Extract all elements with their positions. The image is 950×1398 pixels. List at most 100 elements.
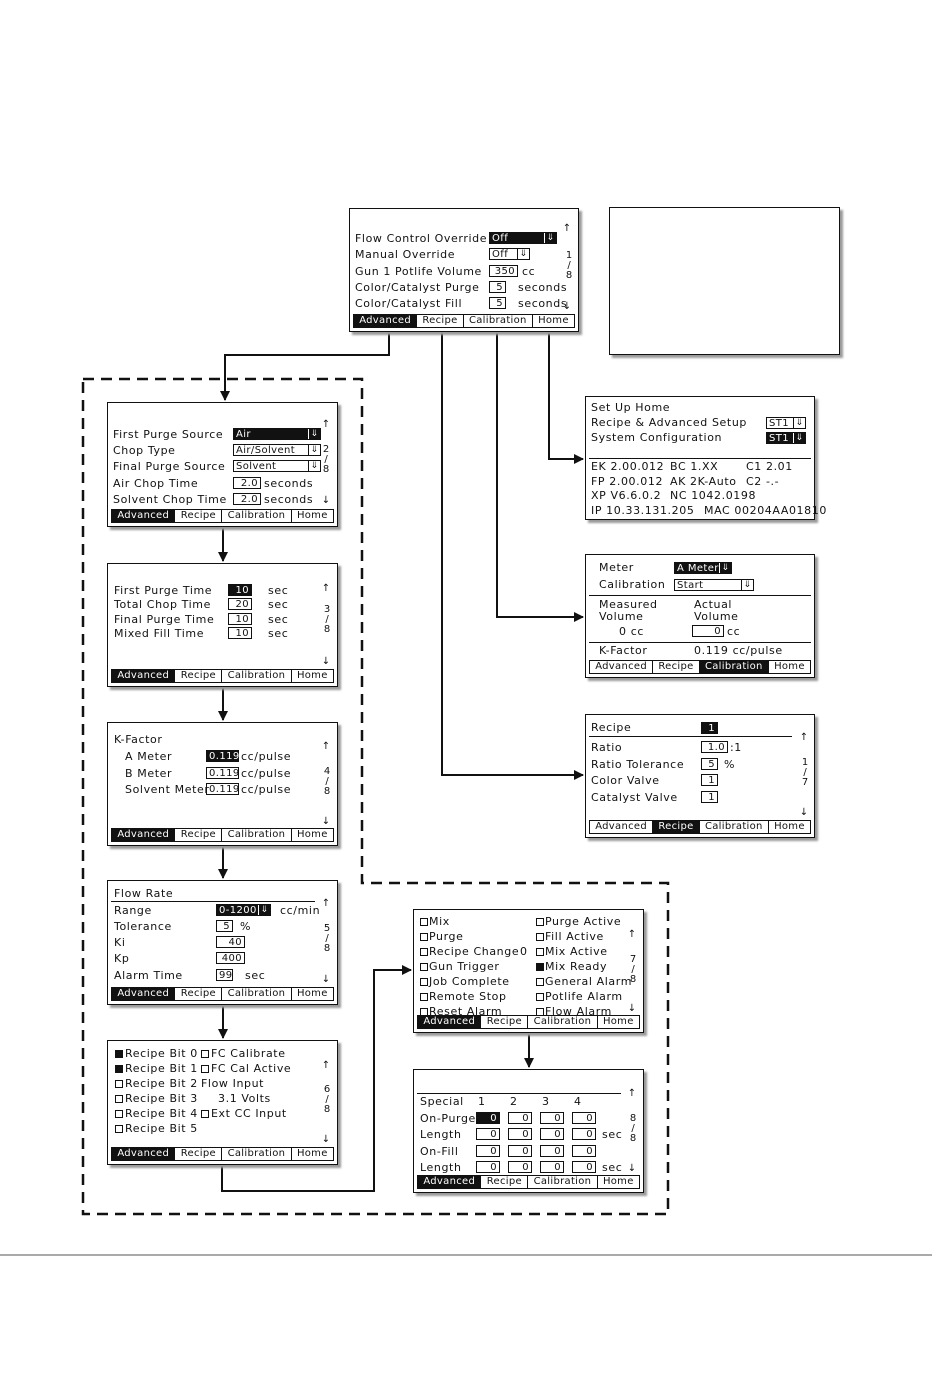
solvent-chop-time-field[interactable]: 2.0	[233, 493, 261, 505]
potlife-volume-field[interactable]: 350	[489, 265, 518, 277]
checkbox[interactable]	[536, 933, 544, 941]
tab-recipe[interactable]: Recipe	[653, 661, 700, 673]
tab-home[interactable]: Home	[296, 510, 328, 521]
tab-home[interactable]: Home	[774, 661, 805, 672]
scroll-up-icon[interactable]: ↑	[321, 898, 331, 909]
tab-home[interactable]: Home	[296, 988, 328, 999]
kp-field[interactable]: 400	[216, 952, 245, 964]
purge-length-field-3[interactable]: 0	[540, 1128, 564, 1140]
catalyst-valve-field[interactable]: 1	[701, 791, 718, 803]
color-catalyst-fill-field[interactable]: 5	[489, 297, 506, 309]
scroll-down-icon[interactable]: ↓	[321, 656, 331, 667]
tab-recipe[interactable]: Recipe	[653, 821, 700, 833]
checkbox[interactable]	[420, 933, 428, 941]
tab-advanced[interactable]: Advanced	[112, 1148, 176, 1160]
scroll-up-icon[interactable]: ↑	[562, 223, 572, 234]
on-purge-field-2[interactable]: 0	[508, 1112, 532, 1124]
tab-calibration[interactable]: Calibration	[222, 988, 292, 1000]
ki-field[interactable]: 40	[216, 936, 245, 948]
checkbox[interactable]	[201, 1065, 209, 1073]
tab-advanced[interactable]: Advanced	[112, 988, 176, 1000]
color-catalyst-purge-field[interactable]: 5	[489, 281, 506, 293]
flow-control-override-select[interactable]: Off⇓	[489, 232, 557, 244]
on-fill-field-2[interactable]: 0	[508, 1145, 532, 1157]
purge-length-field-4[interactable]: 0	[572, 1128, 596, 1140]
fill-length-field-3[interactable]: 0	[540, 1161, 564, 1173]
checkbox[interactable]	[420, 993, 428, 1001]
tab-home[interactable]: Home	[538, 315, 569, 326]
manual-override-select[interactable]: Off⇓	[489, 248, 530, 260]
on-purge-field-4[interactable]: 0	[572, 1112, 596, 1124]
checkbox[interactable]	[115, 1050, 123, 1058]
scroll-down-icon[interactable]: ↓	[321, 1134, 331, 1145]
scroll-up-icon[interactable]: ↑	[321, 1060, 331, 1071]
ratio-tolerance-field[interactable]: 5	[701, 758, 718, 770]
fill-length-field-4[interactable]: 0	[572, 1161, 596, 1173]
tab-recipe[interactable]: Recipe	[175, 510, 223, 522]
first-purge-source-select[interactable]: Air⇓	[233, 428, 321, 440]
tab-advanced[interactable]: Advanced	[418, 1176, 482, 1188]
scroll-down-icon[interactable]: ↓	[799, 807, 809, 818]
checkbox[interactable]	[420, 978, 428, 986]
solvent-meter-kfactor-field[interactable]: 0.119	[206, 783, 239, 795]
tab-home[interactable]: Home	[602, 1016, 634, 1027]
on-fill-field-1[interactable]: 0	[476, 1145, 500, 1157]
scroll-down-icon[interactable]: ↓	[562, 301, 572, 312]
purge-length-field-2[interactable]: 0	[508, 1128, 532, 1140]
chop-type-select[interactable]: Air/Solvent⇓	[233, 444, 321, 456]
scroll-up-icon[interactable]: ↑	[321, 419, 331, 430]
scroll-up-icon[interactable]: ↑	[321, 583, 331, 594]
tab-home[interactable]: Home	[602, 1176, 634, 1187]
scroll-down-icon[interactable]: ↓	[627, 1003, 637, 1014]
scroll-down-icon[interactable]: ↓	[321, 816, 331, 827]
checkbox[interactable]	[420, 918, 428, 926]
tab-home[interactable]: Home	[296, 829, 328, 840]
tab-calibration[interactable]: Calibration	[699, 661, 769, 673]
checkbox[interactable]	[115, 1125, 123, 1133]
checkbox[interactable]	[115, 1110, 123, 1118]
tab-home[interactable]: Home	[296, 670, 328, 681]
scroll-down-icon[interactable]: ↓	[321, 974, 331, 985]
checkbox[interactable]	[536, 963, 544, 971]
on-fill-field-4[interactable]: 0	[572, 1145, 596, 1157]
checkbox[interactable]	[201, 1050, 209, 1058]
color-valve-field[interactable]: 1	[701, 774, 718, 786]
scroll-up-icon[interactable]: ↑	[799, 732, 809, 743]
checkbox[interactable]	[536, 993, 544, 1001]
tab-home[interactable]: Home	[774, 821, 805, 832]
final-purge-source-select[interactable]: Solvent⇓	[233, 460, 321, 472]
system-configuration-select[interactable]: ST1⇓	[766, 432, 806, 444]
checkbox[interactable]	[201, 1110, 209, 1118]
actual-volume-field[interactable]: 0	[692, 625, 724, 637]
checkbox[interactable]	[536, 978, 544, 986]
meter-select[interactable]: A Meter⇓	[674, 562, 732, 574]
on-fill-field-3[interactable]: 0	[540, 1145, 564, 1157]
scroll-up-icon[interactable]: ↑	[627, 1088, 637, 1099]
checkbox[interactable]	[115, 1080, 123, 1088]
ratio-field[interactable]: 1.0	[701, 741, 728, 753]
checkbox[interactable]	[536, 918, 544, 926]
recipe-advanced-setup-select[interactable]: ST1⇓	[766, 417, 806, 429]
tab-recipe[interactable]: Recipe	[175, 829, 223, 841]
purge-length-field-1[interactable]: 0	[476, 1128, 500, 1140]
fill-length-field-2[interactable]: 0	[508, 1161, 532, 1173]
total-chop-time-field[interactable]: 20	[228, 598, 252, 610]
scroll-up-icon[interactable]: ↑	[321, 741, 331, 752]
tab-advanced[interactable]: Advanced	[112, 829, 176, 841]
air-chop-time-field[interactable]: 2.0	[233, 477, 261, 489]
scroll-down-icon[interactable]: ↓	[627, 1163, 637, 1174]
checkbox[interactable]	[115, 1065, 123, 1073]
tab-advanced[interactable]: Advanced	[354, 315, 418, 327]
tab-advanced[interactable]: Advanced	[112, 670, 176, 682]
scroll-up-icon[interactable]: ↑	[627, 929, 637, 940]
tab-advanced[interactable]: Advanced	[418, 1016, 482, 1028]
tab-calibration[interactable]: Calibration	[464, 315, 533, 327]
tab-calibration[interactable]: Calibration	[222, 670, 292, 682]
fill-length-field-1[interactable]: 0	[476, 1161, 500, 1173]
scroll-down-icon[interactable]: ↓	[321, 495, 331, 506]
first-purge-time-field[interactable]: 10	[228, 584, 252, 596]
mixed-fill-time-field[interactable]: 10	[228, 627, 252, 639]
on-purge-field-3[interactable]: 0	[540, 1112, 564, 1124]
alarm-time-field[interactable]: 99	[216, 969, 233, 981]
tab-recipe[interactable]: Recipe	[175, 988, 223, 1000]
